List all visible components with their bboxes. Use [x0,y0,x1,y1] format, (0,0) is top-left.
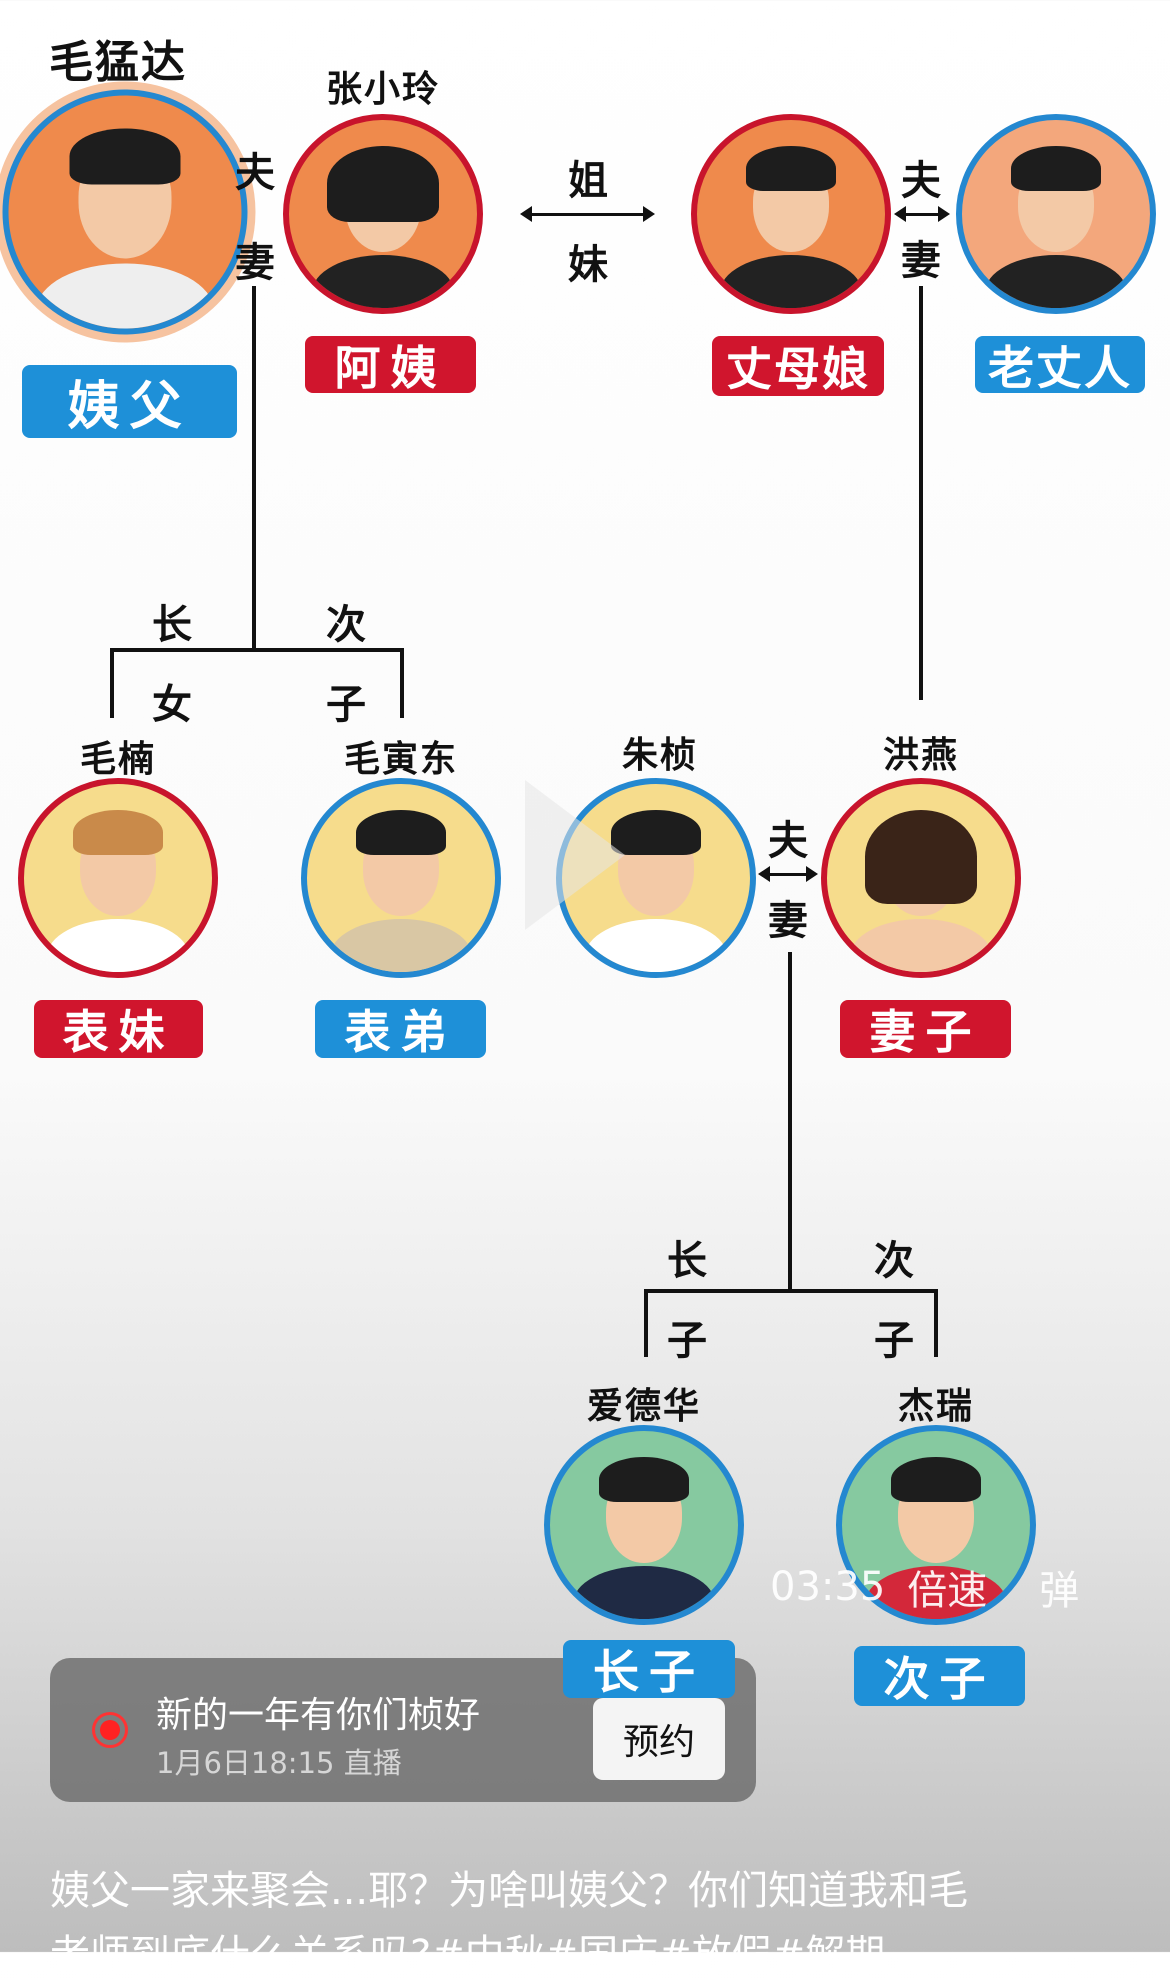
rel-husband-3: 夫 [768,818,808,864]
rel-husband-2: 夫 [901,158,941,204]
live-title: 新的一年有你们桢好 [156,1695,481,1736]
rel-eldest: 长 [152,602,192,648]
rel-wife-3: 妻 [768,898,808,944]
avatar-biaomei [18,778,218,978]
video-caption-line1: 姨父一家来聚会...耶？为啥叫姨父？你们知道我和毛 [50,1868,969,1914]
connector-line [110,648,404,652]
connector-line [919,286,923,700]
name-edward: 爱德华 [586,1386,702,1427]
rel-wife-2: 妻 [901,238,941,284]
rel-son-3: 子 [874,1318,914,1364]
rel-son-2: 子 [667,1318,707,1364]
name-hong-yan: 洪燕 [882,735,960,776]
speed-button[interactable]: 倍速 [907,1568,988,1614]
playback-time: 03:35 [770,1564,886,1610]
avatar-yifu [2,89,248,335]
connector-line [644,1289,648,1357]
badge-yifu: 姨父 [22,365,237,438]
double-arrow-icon [758,866,818,882]
rel-eldest-2: 长 [667,1238,707,1284]
rel-wife: 妻 [235,240,275,286]
connector-line [400,648,404,718]
connector-line [934,1289,938,1357]
badge-cizi: 次子 [854,1646,1025,1706]
rel-younger-sister: 妹 [568,242,608,288]
badge-zhangmuniang: 丈母娘 [712,336,884,396]
rel-second: 次 [326,602,366,648]
avatar-qizi [821,778,1021,978]
double-arrow-icon [894,206,950,222]
name-zhang-xiaoling: 张小玲 [325,69,441,110]
avatar-biaodi [301,778,501,978]
live-time: 1月6日18:15 直播 [156,1746,402,1780]
connector-line [110,648,114,718]
avatar-cizi [836,1425,1036,1625]
live-record-icon [92,1712,128,1748]
double-arrow-icon [520,206,655,222]
avatar-zhangmuniang [691,114,891,314]
video-caption-line2[interactable]: 老师到底什么关系吗?#中秋#国庆#放假#解期 [50,1932,886,1978]
avatar-laozhangren [956,114,1156,314]
play-icon[interactable] [515,770,635,940]
name-jerry: 杰瑞 [897,1386,975,1427]
avatar-zhu-zhen [556,778,756,978]
connector-line [252,286,256,652]
name-mao-mengda: 毛猛达 [49,37,187,88]
badge-laozhangren: 老丈人 [975,336,1145,395]
badge-ayi: 阿姨 [305,336,476,395]
badge-zhangzi: 长子 [563,1640,735,1699]
badge-qizi: 妻子 [840,1000,1011,1059]
connector-line [644,1289,938,1293]
rel-daughter: 女 [152,682,192,728]
name-mao-yindong: 毛寅东 [343,739,459,780]
avatar-zhangzi [544,1425,744,1625]
rel-elder-sister: 姐 [568,158,608,204]
rel-husband: 夫 [235,150,275,196]
avatar-ayi [283,114,483,314]
connector-line [788,952,792,1293]
badge-biaomei: 表妹 [34,1000,203,1059]
danmaku-toggle[interactable]: 弹 [1039,1568,1080,1614]
badge-biaodi: 表弟 [315,1000,486,1059]
reserve-button[interactable]: 预约 [593,1698,725,1780]
name-mao-nan: 毛楠 [79,739,157,780]
name-zhu-zhen: 朱桢 [621,735,699,776]
rel-second-2: 次 [874,1238,914,1284]
rel-son: 子 [326,682,366,728]
